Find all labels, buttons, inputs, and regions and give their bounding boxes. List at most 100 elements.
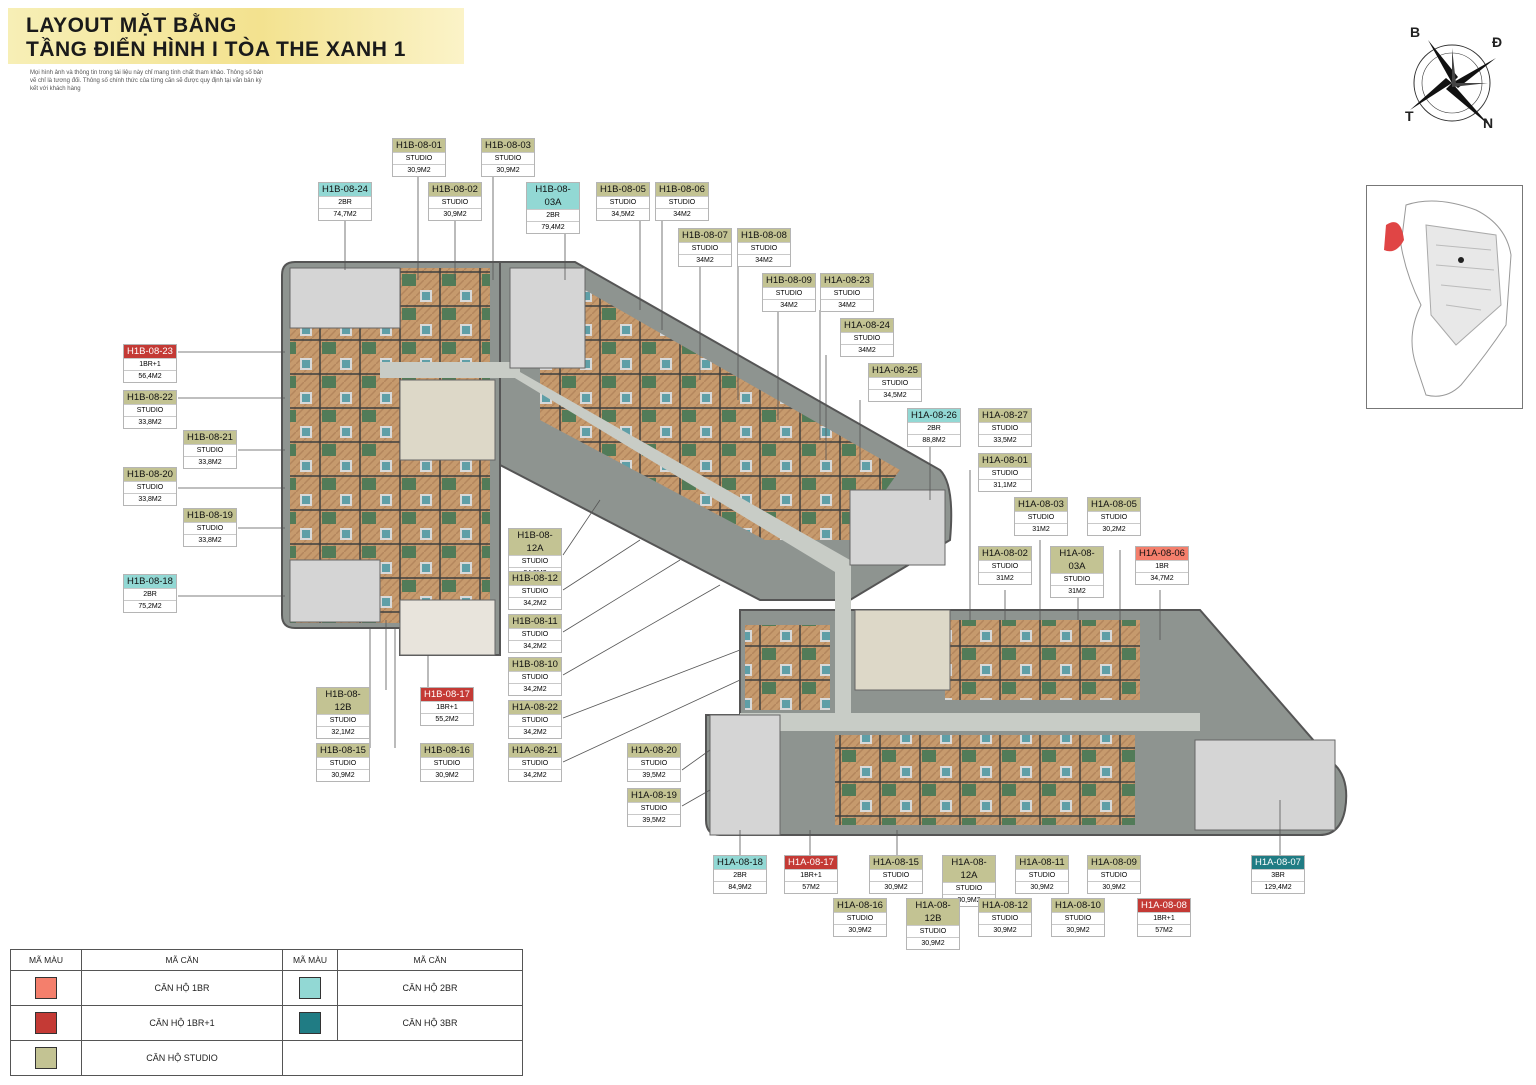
unit-code: H1A-08-12B [907,899,959,925]
unit-area: 30,9M2 [834,924,886,936]
unit-type: STUDIO [628,802,680,814]
unit-type: STUDIO [869,377,921,389]
unit-area: 34,5M2 [869,389,921,401]
unit-area: 30,9M2 [393,164,445,176]
unit-code: H1B-08-08 [738,229,790,242]
unit-area: 33,8M2 [124,416,176,428]
unit-type: STUDIO [656,196,708,208]
unit-type: STUDIO [979,560,1031,572]
unit-type: STUDIO [482,152,534,164]
legend-header-unit: MÃ CĂN [81,949,283,971]
unit-area: 30,9M2 [1088,881,1140,893]
legend-label-1br: CĂN HỘ 1BR [81,970,283,1006]
unit-code: H1B-08-16 [421,744,473,757]
legend-swatch-cell [10,1005,82,1041]
unit-code: H1A-08-20 [628,744,680,757]
unit-area: 30,9M2 [943,894,995,906]
unit-area: 57M2 [1138,924,1190,936]
unit-area: 84,9M2 [714,881,766,893]
unit-code: H1B-08-12A [509,529,561,555]
unit-type: STUDIO [979,467,1031,479]
unit-code: H1B-08-09 [763,274,815,287]
unit-code: H1B-08-17 [421,688,473,701]
swatch-1br-plus [35,1012,57,1034]
unit-code: H1B-08-19 [184,509,236,522]
legend-header-color: MÃ MÀU [10,949,82,971]
unit-type: STUDIO [679,242,731,254]
unit-code: H1A-08-12A [943,856,995,882]
unit-code: H1B-08-11 [509,615,561,628]
unit-area: 33,8M2 [184,456,236,468]
building-outline [281,261,1348,836]
unit-type: STUDIO [979,422,1031,434]
unit-area: 30,9M2 [1016,881,1068,893]
unit-area: 129,4M2 [1252,881,1304,893]
unit-code: H1A-08-02 [979,547,1031,560]
legend-header-unit: MÃ CĂN [337,949,523,971]
unit-type: STUDIO [509,671,561,683]
unit-type: 1BR [1136,560,1188,572]
unit-area: 34M2 [738,254,790,266]
unit-type: STUDIO [509,757,561,769]
unit-type: 2BR [124,588,176,600]
unit-area: 31M2 [979,572,1031,584]
unit-code: H1B-08-10 [509,658,561,671]
compass-north-label: B [1410,24,1421,40]
unit-code: H1A-08-21 [509,744,561,757]
disclaimer-text: Mọi hình ảnh và thông tin trong tài liệu… [30,70,264,92]
unit-area: 34,2M2 [509,597,561,609]
compass-east-label: Đ [1492,34,1503,50]
swatch-3br [299,1012,321,1034]
